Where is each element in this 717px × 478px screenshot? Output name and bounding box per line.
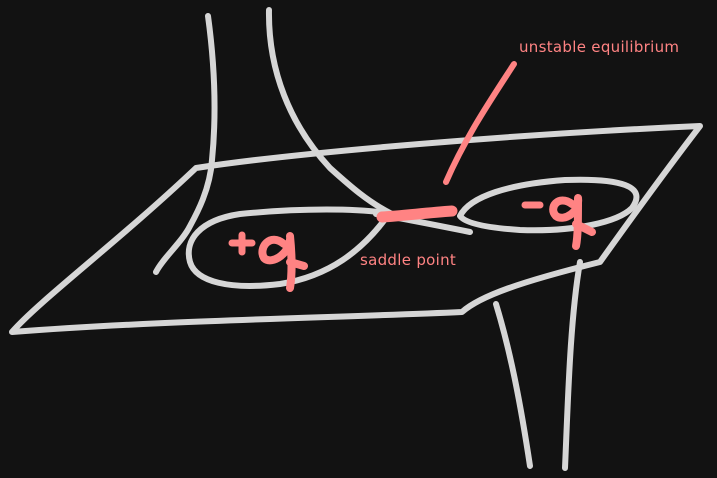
saddle-highlight-mark: [376, 205, 458, 223]
surface-plane: [9, 123, 703, 335]
plus-sign: [228, 231, 256, 256]
unstable-equilibrium-label: unstable equilibrium: [519, 38, 679, 56]
negative-charge-symbol: -q: [521, 194, 596, 250]
unstable-leader-line: [443, 61, 517, 185]
positive-charge-loop: [185, 206, 395, 289]
upward-funnel-right-line: [265, 7, 395, 217]
downward-funnel-right-line: [562, 259, 583, 471]
upward-funnel-left-line: [153, 13, 218, 275]
upward-funnel: [153, 7, 395, 275]
saddle-point-label: saddle point: [360, 251, 456, 269]
q-letter: [258, 232, 308, 292]
downward-funnel-left-line: [493, 301, 533, 469]
q-letter-negative: [549, 194, 596, 250]
downward-funnel: [493, 259, 583, 471]
negative-charge-loop: [457, 176, 640, 234]
positive-charge-symbol: +q: [228, 231, 308, 292]
